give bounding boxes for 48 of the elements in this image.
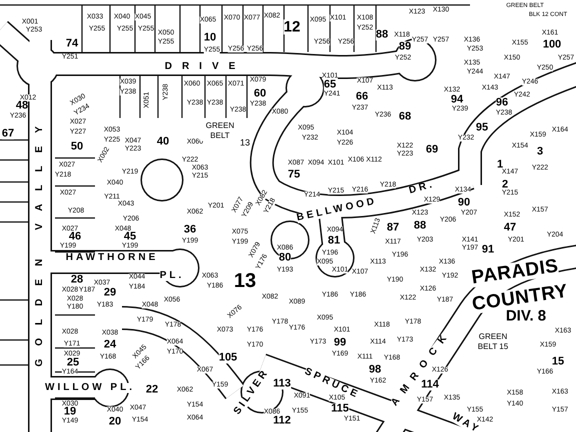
lot-number: 95: [476, 122, 488, 134]
lot-number: 99: [334, 338, 346, 348]
lot-number: 68: [398, 112, 412, 122]
lot-number: 45: [124, 232, 136, 242]
lot-number: 10: [204, 32, 216, 44]
lot-number: 75: [288, 170, 300, 180]
lot-number: 80: [278, 252, 292, 264]
lot-number: 112: [273, 416, 291, 426]
lot-number: 29: [104, 288, 116, 298]
lot-number: 1: [496, 160, 504, 170]
lot-number: 115: [331, 404, 349, 414]
lot-number: 25: [66, 358, 80, 368]
lot-number: 2: [502, 180, 508, 190]
lot-number: 96: [496, 98, 508, 108]
lot-number: 89: [398, 42, 412, 52]
lot-number: 65: [324, 80, 336, 90]
lot-number: 48: [16, 100, 28, 112]
lot-number: 19: [64, 406, 76, 418]
lot-number: 88: [376, 30, 388, 40]
lot-number: 60: [254, 88, 266, 100]
lot-number: 3: [536, 146, 544, 158]
lot-number: 15: [552, 356, 564, 368]
lot-number: 81: [328, 236, 340, 246]
lot-number: 74: [66, 38, 78, 50]
lot-number: 50: [70, 142, 84, 152]
lot-number: 22: [146, 384, 158, 396]
block-number: 13: [240, 138, 250, 148]
lot-number: 88: [414, 220, 426, 232]
lot-number: 36: [184, 224, 196, 236]
division-label: DIV. 8: [506, 308, 546, 324]
lot-number: 100: [542, 40, 562, 50]
lot-number: 98: [368, 364, 382, 376]
lot-number: 69: [426, 144, 438, 156]
lot-number: 20: [108, 416, 122, 428]
lot-number: 113: [273, 378, 291, 390]
lot-number: 12: [284, 20, 300, 34]
lot-number: 91: [482, 244, 494, 256]
lot-number: 47: [504, 222, 516, 234]
lot-number: 46: [68, 232, 82, 242]
lot-number: 90: [458, 198, 470, 208]
lot-number: 66: [356, 92, 368, 102]
lot-number: 94: [450, 94, 464, 106]
lot-number: 24: [104, 340, 116, 350]
lot-number: 40: [156, 136, 170, 148]
lot-number: 67: [2, 128, 14, 140]
lot-number: 28: [70, 274, 84, 286]
lot-number: 105: [218, 352, 238, 364]
lot-number: 87: [386, 222, 400, 234]
